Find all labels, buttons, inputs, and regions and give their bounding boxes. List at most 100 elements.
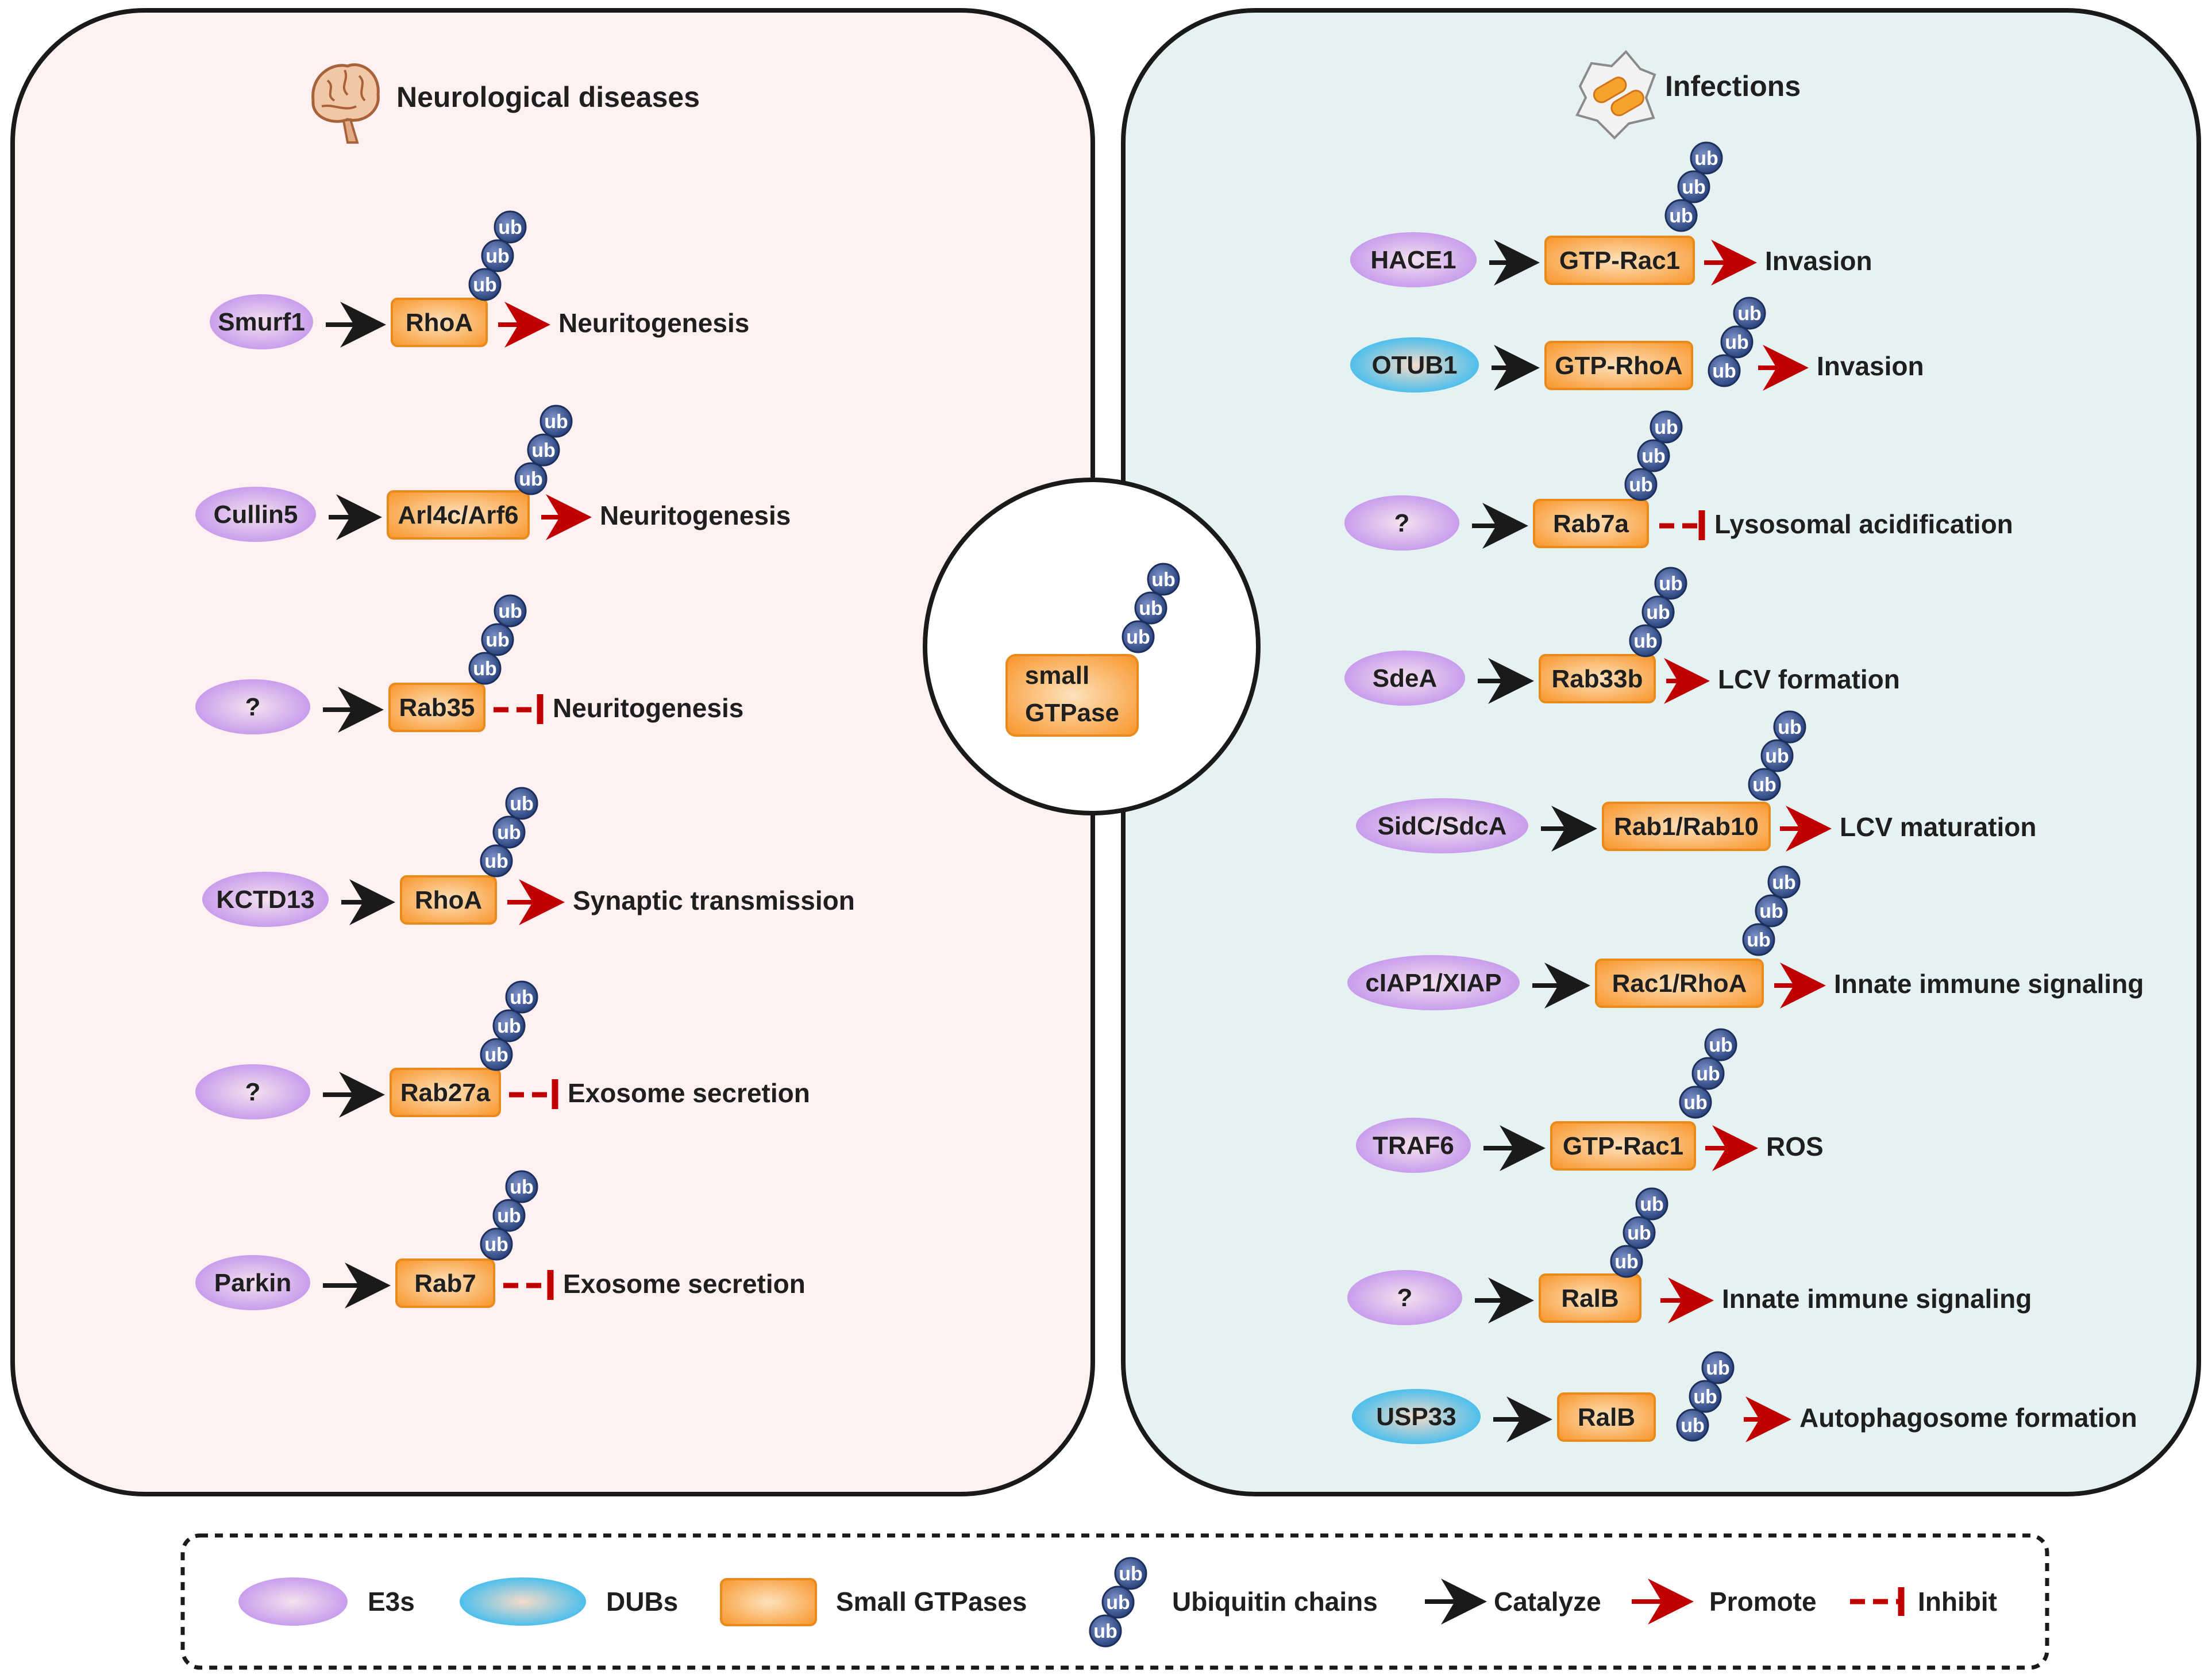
right-row-3-inhibit-arrow xyxy=(1659,510,1705,540)
left-row-6-ub-label-3: ub xyxy=(484,1234,508,1256)
legend-gtpase-swatch xyxy=(720,1578,817,1626)
right-panel xyxy=(1121,8,2201,1496)
legend-ub-label: Ubiquitin chains xyxy=(1172,1587,1378,1617)
right-row-9-effect-label: Autophagosome formation xyxy=(1799,1403,2137,1433)
left-row-3-ub-label-2: ub xyxy=(485,629,510,651)
right-row-8-ub-3: ub xyxy=(1610,1245,1643,1278)
right-row-5-ub-2: ub xyxy=(1760,739,1794,772)
legend-ub-label-1: ub xyxy=(1119,1563,1143,1585)
right-row-2-ub-label-1: ub xyxy=(1737,303,1762,325)
left-row-5-ub-1: ub xyxy=(505,980,538,1014)
right-row-8-ub-label-1: ub xyxy=(1640,1194,1664,1215)
right-row-7-gtpase-box xyxy=(1550,1121,1696,1171)
left-row-3-gtpase-box xyxy=(388,683,485,732)
left-row-5-gtpase-box xyxy=(390,1068,501,1117)
left-row-2-ub-label-3: ub xyxy=(519,468,543,490)
right-row-2-gtpase-label: GTP-RhoA xyxy=(1555,352,1682,380)
right-row-9-ub-label-2: ub xyxy=(1693,1386,1717,1408)
right-row-9-enzyme-label: USP33 xyxy=(1376,1403,1456,1431)
left-row-1-ub-label-3: ub xyxy=(473,274,497,296)
right-row-6-ub-2: ub xyxy=(1755,894,1788,927)
right-row-1-ub-2: ub xyxy=(1677,170,1710,203)
right-row-7-ub-2: ub xyxy=(1691,1057,1725,1090)
right-row-1-ub-3: ub xyxy=(1664,199,1698,232)
right-row-3-ub-label-3: ub xyxy=(1629,474,1653,496)
left-row-2-ub-2: ub xyxy=(527,433,560,467)
right-row-2-ub-1: ub xyxy=(1733,297,1766,330)
right-row-1-enzyme-label: HACE1 xyxy=(1370,246,1456,274)
right-row-2-dub-node xyxy=(1350,337,1479,392)
right-panel-title: Infections xyxy=(1665,70,1801,102)
infected-cell-icon xyxy=(1575,50,1656,140)
left-row-5-ub-label-2: ub xyxy=(497,1015,521,1037)
right-row-4-enzyme-label: SdeA xyxy=(1373,664,1437,692)
right-row-6-gtpase-box xyxy=(1595,959,1764,1008)
left-row-2-effect-label: Neuritogenesis xyxy=(600,501,791,530)
right-row-1-gtpase-box xyxy=(1544,236,1695,285)
legend-ub-1: ub xyxy=(1114,1557,1147,1590)
right-row-3-ub-label-1: ub xyxy=(1654,417,1678,438)
left-panel-title: Neurological diseases xyxy=(396,81,700,113)
right-row-2-ub-3: ub xyxy=(1708,354,1741,387)
right-row-4-ub-3: ub xyxy=(1629,624,1662,657)
legend-promote-label: Promote xyxy=(1709,1587,1817,1617)
left-row-5-ub-2: ub xyxy=(492,1009,526,1042)
right-row-8-ub-label-3: ub xyxy=(1614,1251,1639,1273)
right-row-4-ub-label-2: ub xyxy=(1646,602,1670,624)
left-row-3-inhibit-arrow xyxy=(494,694,544,724)
left-row-3-effect-label: Neuritogenesis xyxy=(553,693,743,723)
left-row-3-enzyme-label: ? xyxy=(245,693,261,721)
right-row-8-effect-label: Innate immune signaling xyxy=(1722,1284,2032,1314)
right-row-8-ub-2: ub xyxy=(1623,1216,1656,1249)
left-row-3-ub-label-3: ub xyxy=(473,658,497,680)
right-row-6-ub-label-1: ub xyxy=(1772,872,1796,894)
right-row-2-gtpase-box xyxy=(1544,341,1693,390)
legend-catalyze-label: Catalyze xyxy=(1494,1587,1601,1617)
right-row-4-ub-label-3: ub xyxy=(1633,630,1658,652)
left-row-1-gtpase-label: RhoA xyxy=(406,309,473,337)
right-row-8-ub-1: ub xyxy=(1635,1187,1668,1221)
legend-ub-2: ub xyxy=(1101,1585,1135,1619)
brain-icon xyxy=(311,63,380,144)
left-row-5-ub-3: ub xyxy=(480,1038,513,1071)
right-row-7-ub-3: ub xyxy=(1679,1086,1712,1119)
left-row-1-gtpase-box xyxy=(391,298,488,347)
right-row-4-ub-2: ub xyxy=(1641,595,1675,629)
center-ub-2: ub xyxy=(1134,591,1167,625)
left-row-2-ub-1: ub xyxy=(539,405,573,438)
right-row-6-gtpase-label: Rac1/RhoA xyxy=(1612,969,1747,998)
right-row-3-enzyme-label: ? xyxy=(1394,509,1410,537)
left-row-6-gtpase-label: Rab7 xyxy=(414,1269,476,1298)
right-row-8-enzyme-label: ? xyxy=(1397,1284,1413,1312)
left-row-3-ub-3: ub xyxy=(468,652,502,685)
right-row-5-gtpase-box xyxy=(1602,802,1771,851)
right-row-1-ub-1: ub xyxy=(1690,141,1723,175)
right-row-4-ub-1: ub xyxy=(1654,567,1687,600)
right-row-2-enzyme-label: OTUB1 xyxy=(1371,351,1457,379)
left-row-1-ub-3: ub xyxy=(468,268,502,301)
right-row-7-enzyme-label: TRAF6 xyxy=(1373,1132,1454,1160)
left-row-2-gtpase-box xyxy=(387,490,530,540)
left-row-4-gtpase-label: RhoA xyxy=(415,886,482,914)
right-row-7-ub-label-1: ub xyxy=(1709,1034,1733,1056)
right-row-7-gtpase-label: GTP-Rac1 xyxy=(1563,1132,1683,1160)
right-row-1-ub-label-1: ub xyxy=(1694,148,1718,170)
legend-ub-3: ub xyxy=(1089,1614,1122,1648)
right-row-7-effect-label: ROS xyxy=(1766,1132,1824,1161)
left-row-5-effect-label: Exosome secretion xyxy=(568,1078,810,1108)
right-row-6-ub-label-3: ub xyxy=(1747,929,1771,951)
left-row-6-effect-label: Exosome secretion xyxy=(563,1269,806,1299)
left-row-6-gtpase-box xyxy=(395,1259,495,1308)
legend-inhibit-label: Inhibit xyxy=(1918,1587,1997,1617)
left-row-2-ub-3: ub xyxy=(514,462,548,495)
right-row-8-e3-node xyxy=(1347,1270,1462,1325)
